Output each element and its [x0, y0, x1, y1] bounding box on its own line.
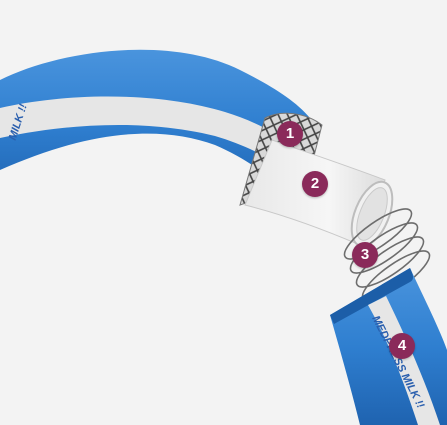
- callout-badge-1: 1: [277, 121, 303, 147]
- callout-badge-3: 3: [352, 242, 378, 268]
- callout-badge-2: 2: [302, 171, 328, 197]
- callout-badge-4: 4: [389, 333, 415, 359]
